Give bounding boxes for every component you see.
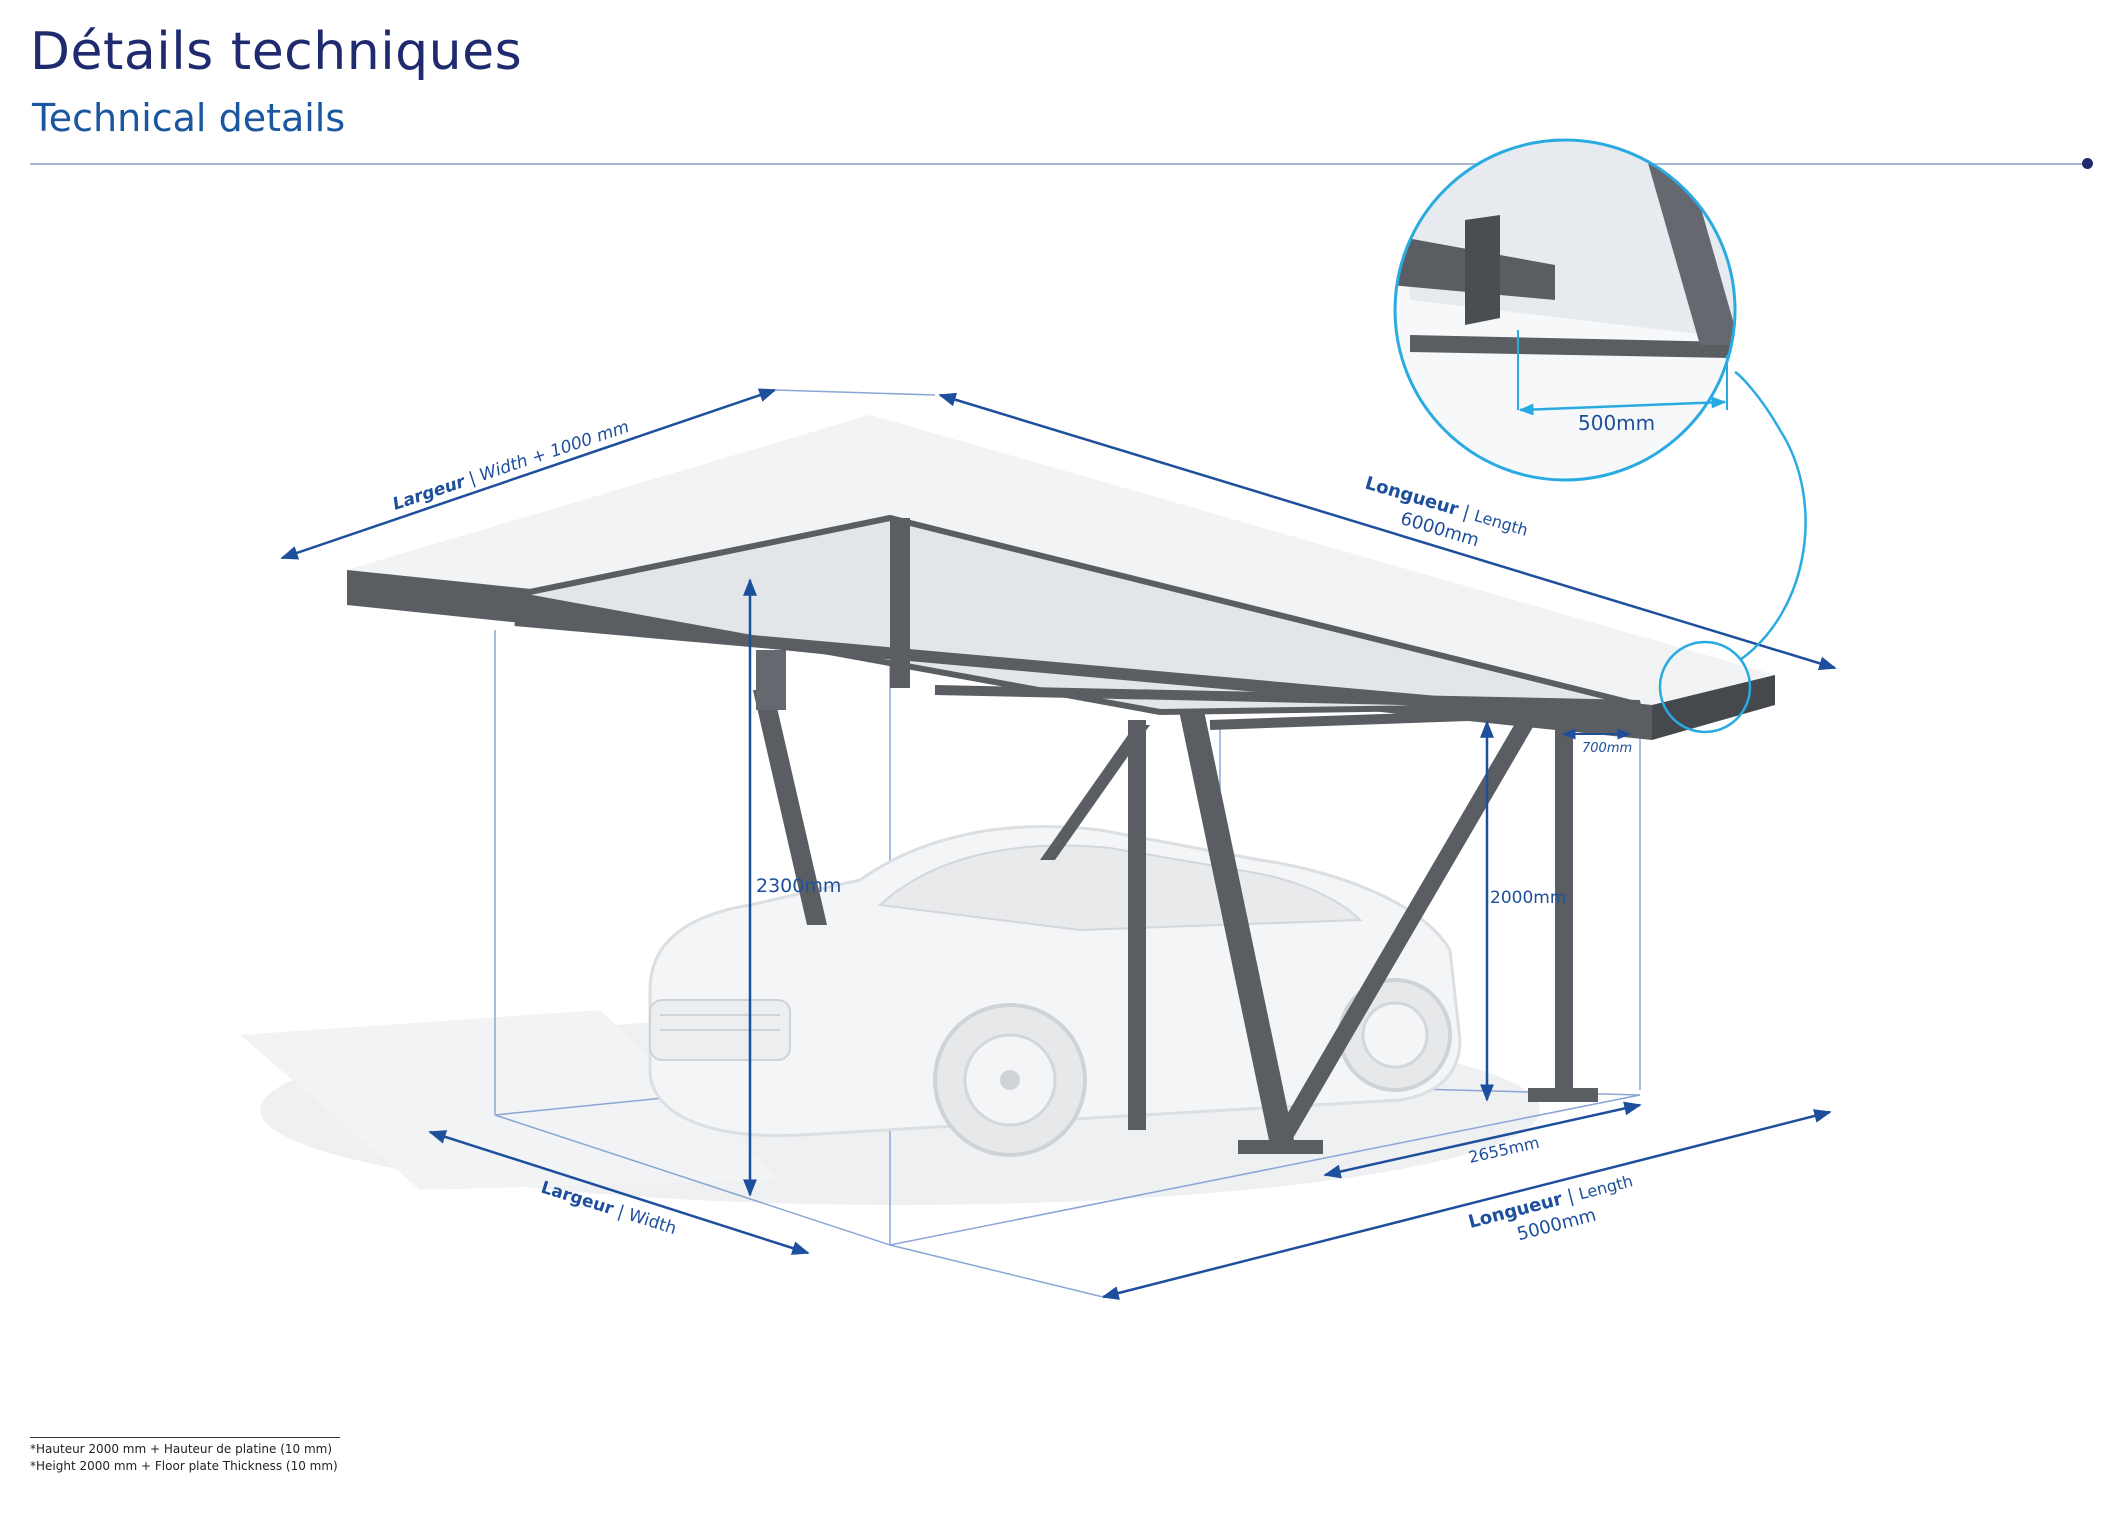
dim-height-total-label: 2300mm bbox=[756, 875, 841, 897]
dim-ground-length-en: Length bbox=[1577, 1171, 1635, 1203]
footnote-en: *Height 2000 mm + Floor plate Thickness … bbox=[30, 1459, 338, 1473]
dim-top-width-en: Width + 1000 mm bbox=[477, 417, 632, 486]
dim-top-length-en: Length bbox=[1472, 506, 1530, 540]
detail-callout: 500mm bbox=[1393, 138, 1807, 734]
page-subtitle: Technical details bbox=[32, 96, 346, 140]
dim-height-clear: 2000mm bbox=[1480, 720, 1566, 1102]
dim-height-total: 2300mm bbox=[743, 578, 841, 1197]
page-title: Détails techniques bbox=[30, 22, 523, 82]
footnote: *Hauteur 2000 mm + Hauteur de platine (1… bbox=[30, 1437, 340, 1475]
divider-end-dot bbox=[2082, 158, 2093, 169]
header-divider bbox=[30, 163, 2088, 165]
dim-overhang-side-label: 700mm bbox=[1582, 741, 1632, 756]
detail-zoom-image bbox=[1395, 140, 1735, 480]
steel-frame bbox=[753, 600, 1598, 1154]
footnote-fr: *Hauteur 2000 mm + Hauteur de platine (1… bbox=[30, 1442, 333, 1456]
dim-height-clear-label: 2000mm bbox=[1490, 888, 1566, 908]
dim-overhang-side: 700mm bbox=[1561, 728, 1632, 756]
detail-overhang-label: 500mm bbox=[1578, 411, 1655, 435]
